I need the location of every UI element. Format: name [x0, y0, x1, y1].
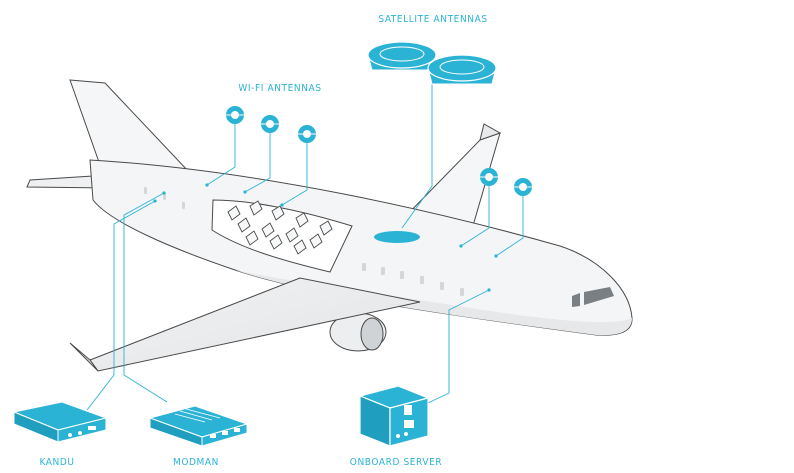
wifi-antenna-icon	[226, 106, 244, 124]
satellite-antenna-icon	[367, 41, 437, 71]
satellite-antennas-label: SATELLITE ANTENNAS	[378, 14, 488, 25]
wifi-antenna-icon	[480, 168, 498, 186]
satellite-panel	[374, 231, 420, 243]
engine-intake	[360, 317, 384, 351]
modman-label: MODMAN	[172, 457, 220, 468]
onboard-server-label: ONBOARD SERVER	[349, 457, 443, 468]
wifi-antenna-icon	[261, 115, 279, 133]
cockpit-window	[572, 293, 580, 307]
cabin-windows	[144, 187, 464, 296]
fuselage-belly	[235, 270, 632, 336]
right-winglet	[479, 123, 502, 141]
cabin-seats	[227, 200, 333, 255]
wifi-antennas-label: WI-FI ANTENNAS	[238, 83, 322, 94]
kandu-label: KANDU	[39, 457, 75, 468]
wifi-antenna-icon	[298, 125, 316, 143]
left-winglet	[69, 342, 99, 372]
connector-lines	[86, 82, 524, 411]
cockpit-window	[584, 287, 614, 305]
modman-device-icon	[148, 405, 249, 447]
onboard-server-icon	[358, 385, 430, 447]
satellite-antenna-icon	[427, 54, 497, 85]
wifi-antenna-icon	[514, 178, 532, 196]
connector-dots	[153, 183, 498, 292]
tail-fin	[69, 79, 192, 174]
kandu-device-icon	[12, 401, 108, 443]
